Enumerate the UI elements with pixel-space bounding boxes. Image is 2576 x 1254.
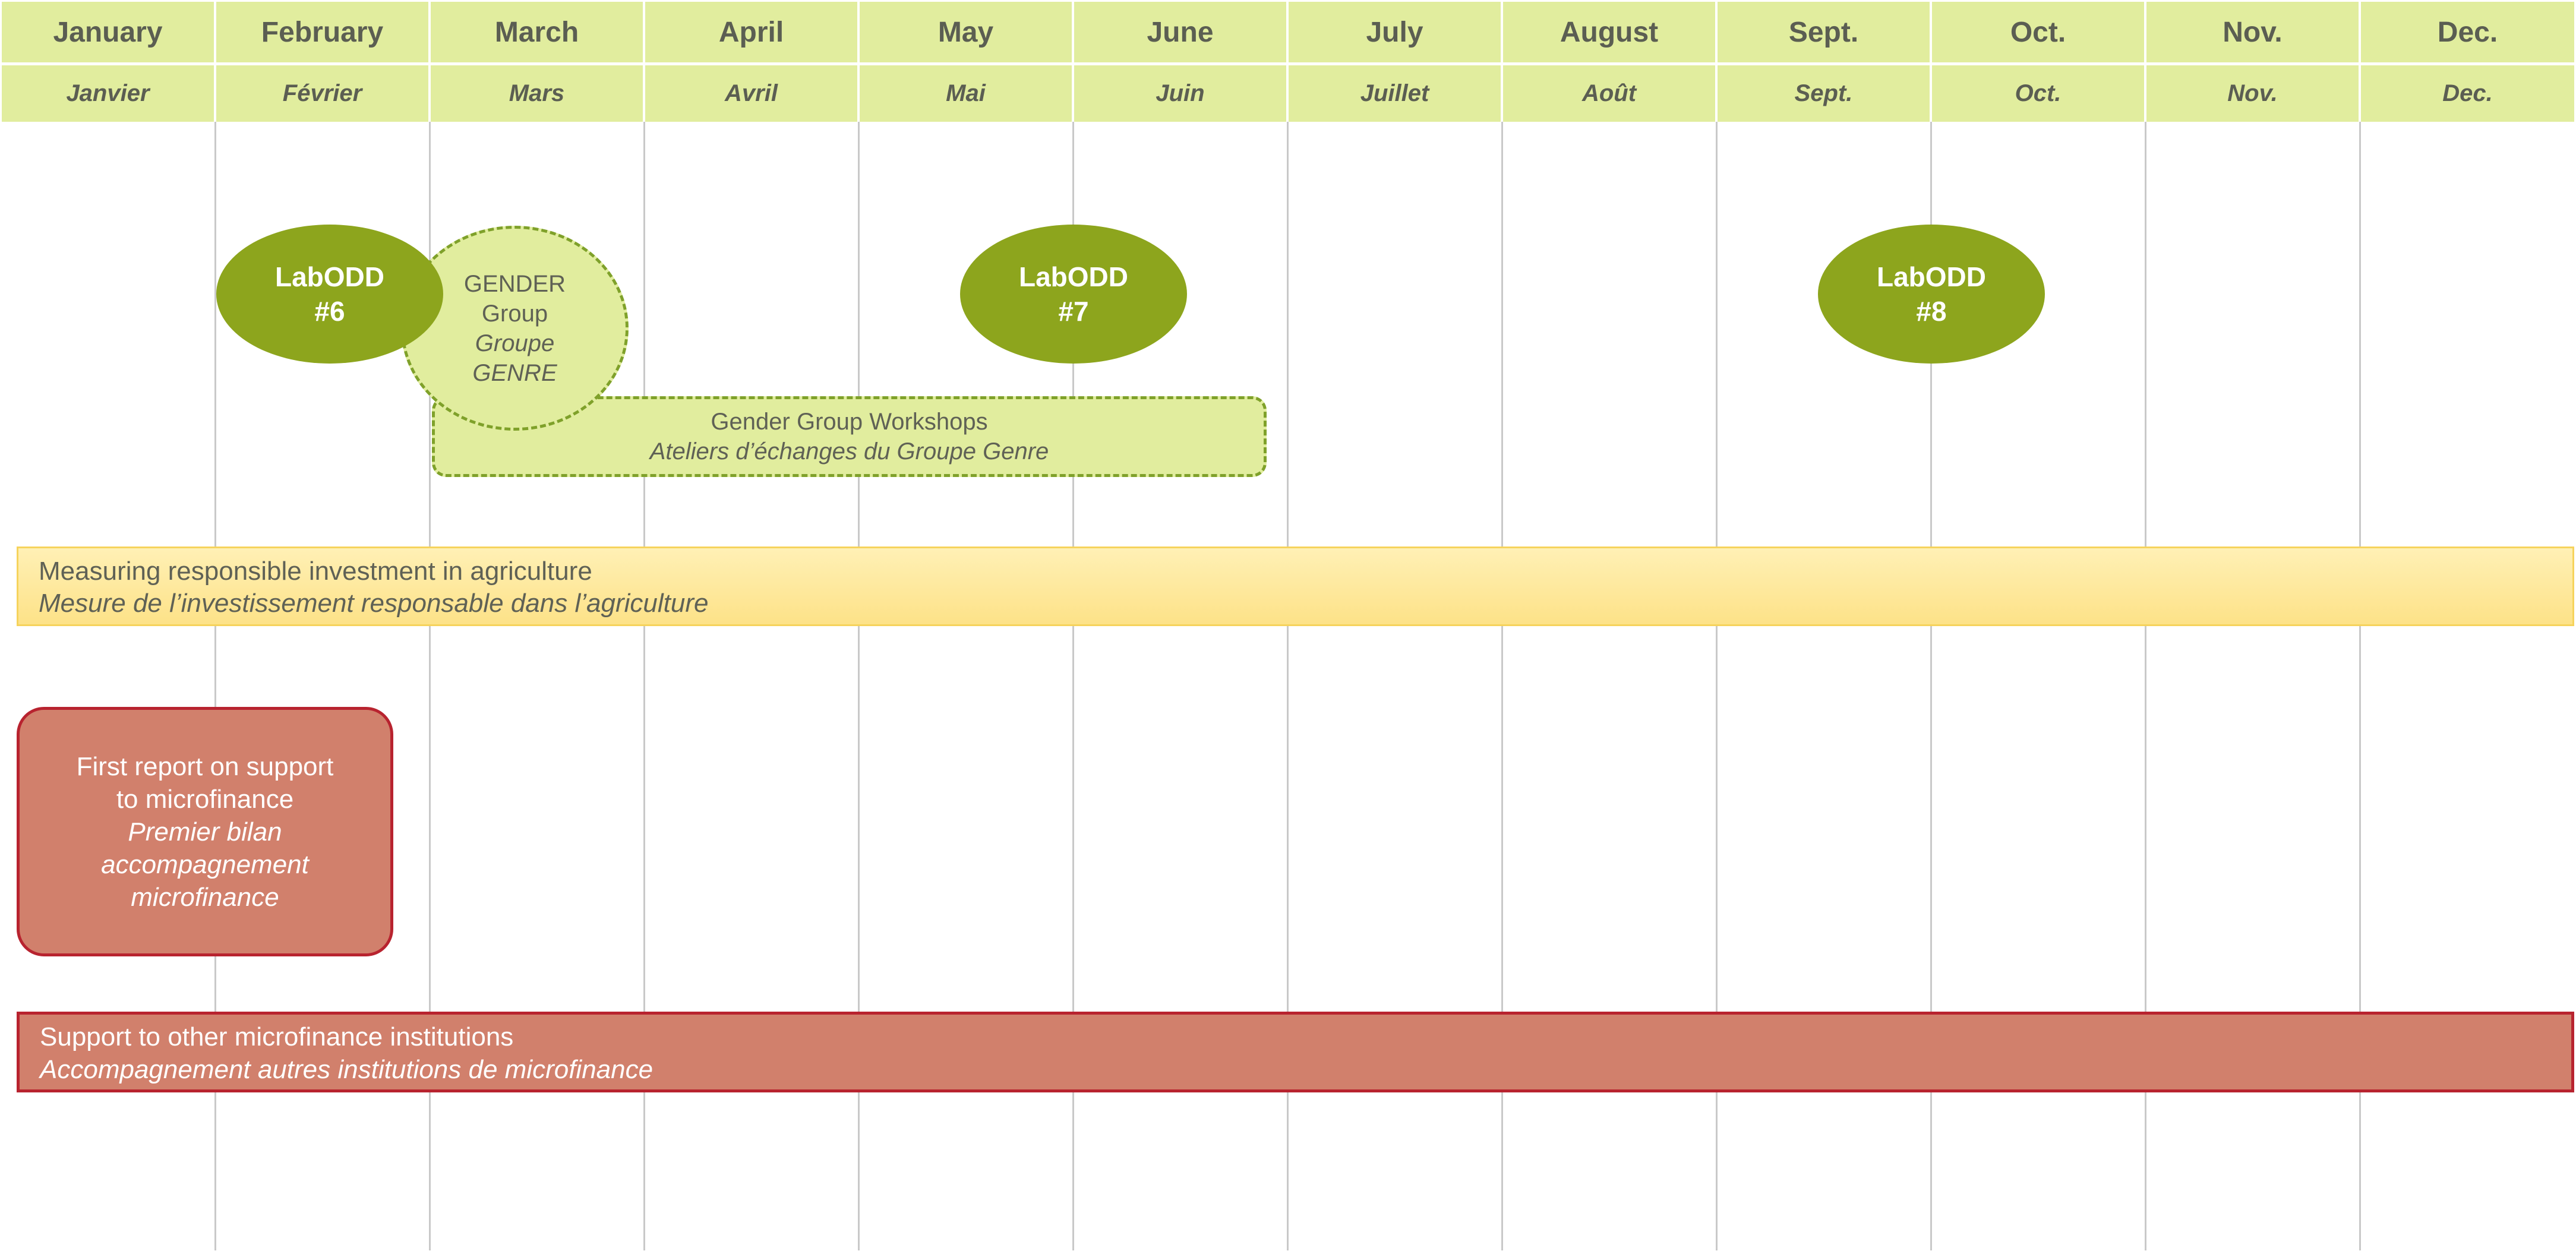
gender-workshops-title-fr: Ateliers d’échanges du Groupe Genre <box>649 438 1049 465</box>
month-header-march: March <box>431 2 643 62</box>
agriculture-title-fr: Mesure de l’investissement responsable d… <box>39 589 709 618</box>
month-subheader-avril: Avril <box>645 65 857 122</box>
microfinance-report-box: First report on support to microfinance … <box>17 707 393 956</box>
month-header-february: February <box>216 2 428 62</box>
gender-group-line3: Groupe <box>475 330 555 356</box>
month-divider <box>1930 122 1932 1250</box>
month-divider <box>2359 122 2361 1250</box>
month-header-oct: Oct. <box>1932 2 2144 62</box>
month-subheader-sept: Sept. <box>1718 65 1930 122</box>
microfinance-support-en: Support to other microfinance institutio… <box>40 1022 514 1051</box>
gender-group-workshops: Gender Group Workshops Ateliers d’échang… <box>432 396 1267 477</box>
month-header-sept: Sept. <box>1718 2 1930 62</box>
month-subheader-mars: Mars <box>431 65 643 122</box>
labodd-6-title: LabODD <box>275 261 384 292</box>
labodd-8-title: LabODD <box>1877 261 1986 292</box>
month-subheader-fevrier: Février <box>216 65 428 122</box>
month-header-august: August <box>1503 2 1715 62</box>
month-divider <box>1072 122 1074 1250</box>
gender-group-circle: GENDER Group Groupe GENRE <box>401 226 629 431</box>
microfinance-report-en-line1: First report on support <box>76 751 334 781</box>
month-divider <box>2145 122 2146 1250</box>
month-subheader-aout: Août <box>1503 65 1715 122</box>
month-divider <box>1501 122 1503 1250</box>
labodd-6-number: #6 <box>314 296 345 327</box>
gender-group-line4: GENRE <box>472 359 557 386</box>
month-subheader-juillet: Juillet <box>1289 65 1501 122</box>
month-subheader-oct: Oct. <box>1932 65 2144 122</box>
labodd-8-number: #8 <box>1916 296 1947 327</box>
labodd-7-title: LabODD <box>1019 261 1128 292</box>
gender-group-line1: GENDER <box>463 270 566 297</box>
microfinance-support-bar: Support to other microfinance institutio… <box>17 1012 2574 1092</box>
microfinance-report-fr-line3: microfinance <box>131 882 279 912</box>
microfinance-report-fr-line1: Premier bilan <box>128 817 282 846</box>
month-header-july: July <box>1289 2 1501 62</box>
microfinance-support-fr: Accompagnement autres institutions de mi… <box>40 1055 654 1084</box>
month-header-june: June <box>1074 2 1286 62</box>
month-header-may: May <box>860 2 1072 62</box>
agriculture-investment-bar: Measuring responsible investment in agri… <box>17 547 2574 626</box>
month-divider <box>1287 122 1289 1250</box>
month-divider <box>1716 122 1718 1250</box>
labodd-6-ellipse: LabODD #6 <box>216 225 443 364</box>
month-header-dec: Dec. <box>2361 2 2574 62</box>
month-subheader-juin: Juin <box>1074 65 1286 122</box>
agriculture-title-en: Measuring responsible investment in agri… <box>39 557 592 586</box>
gender-workshops-title-en: Gender Group Workshops <box>711 409 988 435</box>
month-subheader-janvier: Janvier <box>2 65 214 122</box>
gender-group-line2: Group <box>481 300 548 327</box>
month-divider <box>214 122 216 1250</box>
month-subheader-mai: Mai <box>860 65 1072 122</box>
labodd-8-ellipse: LabODD #8 <box>1818 225 2045 364</box>
month-divider <box>429 122 431 1250</box>
month-divider <box>643 122 645 1250</box>
month-subheader-nov: Nov. <box>2146 65 2359 122</box>
microfinance-report-en-line2: to microfinance <box>116 784 294 814</box>
labodd-7-ellipse: LabODD #7 <box>960 225 1187 364</box>
month-header-april: April <box>645 2 857 62</box>
month-divider <box>858 122 860 1250</box>
month-subheader-dec: Dec. <box>2361 65 2574 122</box>
month-header-nov: Nov. <box>2146 2 2359 62</box>
month-header-january: January <box>2 2 214 62</box>
labodd-7-number: #7 <box>1058 296 1089 327</box>
microfinance-report-fr-line2: accompagnement <box>101 849 309 879</box>
